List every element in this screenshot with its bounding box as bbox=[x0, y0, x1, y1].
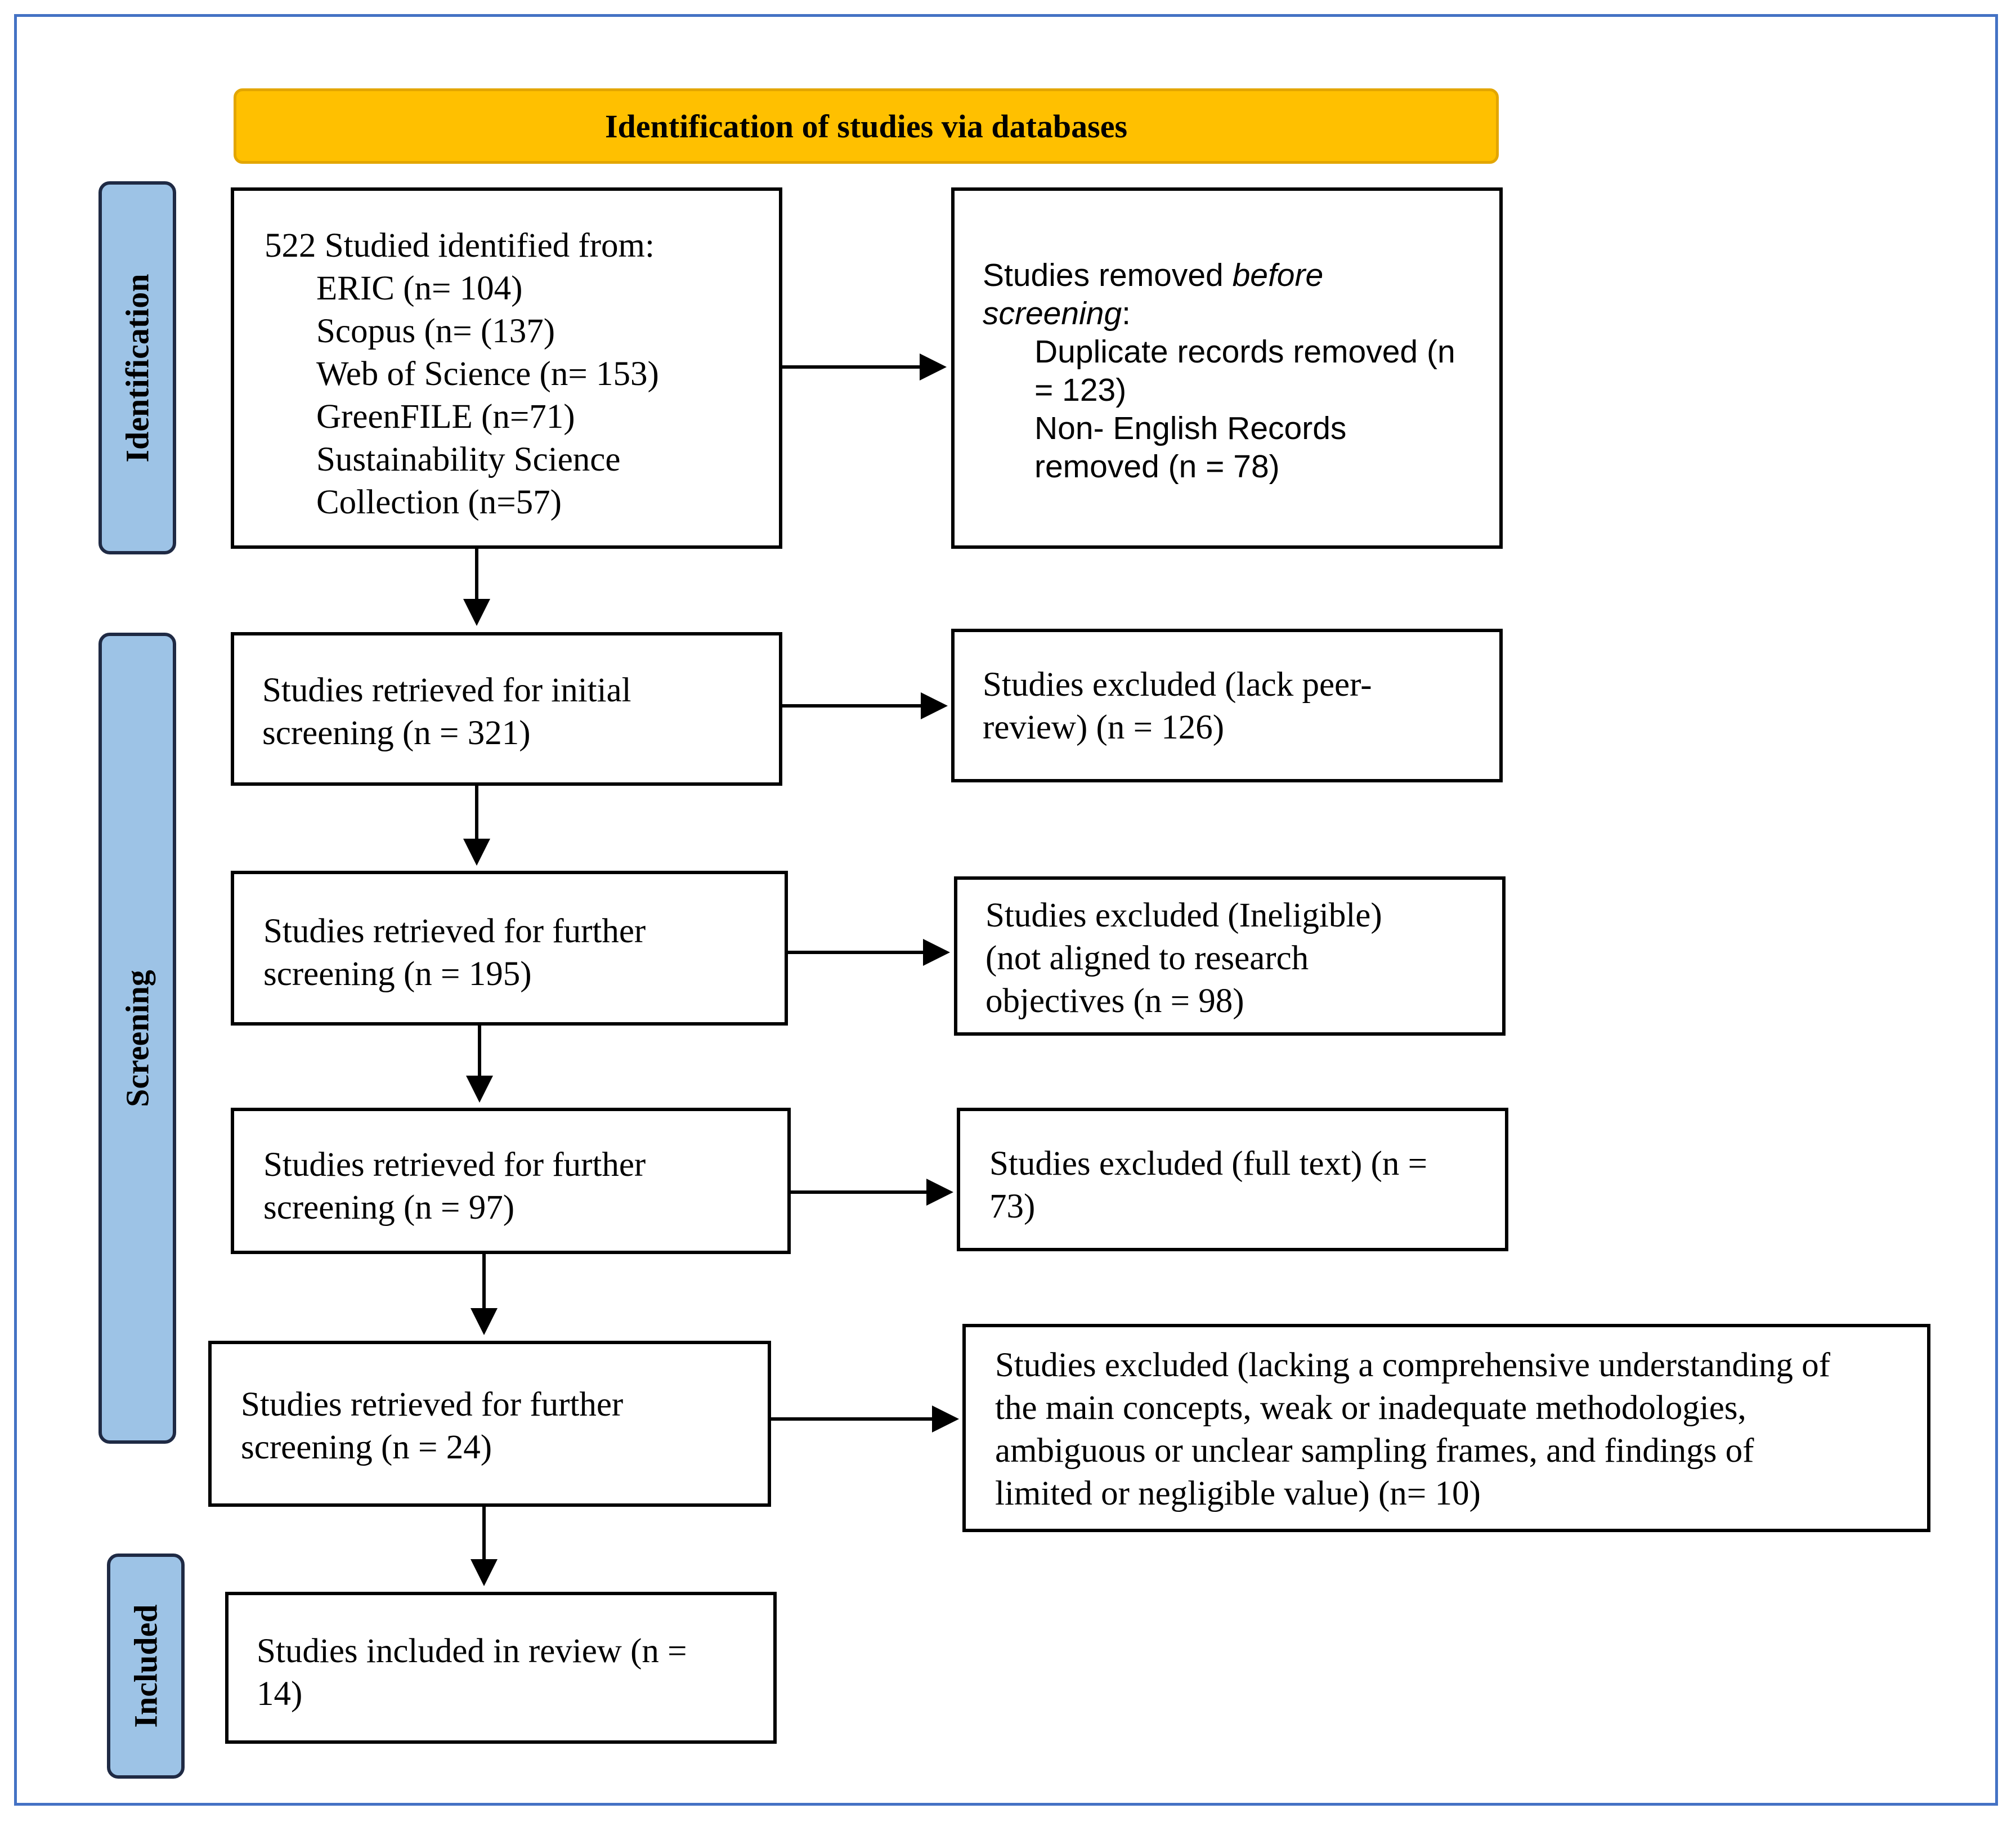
retrieved-3-line-1: Studies retrieved for further bbox=[263, 1146, 646, 1184]
source-scopus: Scopus (n= (137) bbox=[316, 312, 555, 350]
excluded-box-3: Studies excluded (full text) (n = 73) bbox=[957, 1108, 1508, 1251]
included-box: Studies included in review (n = 14) bbox=[225, 1592, 777, 1744]
excluded-3-line-2: 73) bbox=[989, 1188, 1036, 1225]
records-identified-heading: 522 Studied identified from: bbox=[265, 227, 655, 265]
records-removed-heading-2: screening: bbox=[983, 296, 1131, 332]
phase-included: Included bbox=[107, 1554, 185, 1779]
records-removed-heading-1: Studies removed before bbox=[983, 257, 1324, 293]
retrieved-box-2: Studies retrieved for further screening … bbox=[231, 871, 788, 1026]
excluded-1-line-2: review) (n = 126) bbox=[983, 709, 1225, 746]
excluded-4-line-1: Studies excluded (lacking a comprehensiv… bbox=[995, 1346, 1830, 1384]
figure-frame bbox=[14, 14, 1998, 1806]
excluded-box-1: Studies excluded (lack peer- review) (n … bbox=[951, 629, 1503, 782]
excluded-2-line-3: objectives (n = 98) bbox=[985, 982, 1244, 1020]
excluded-3-line-1: Studies excluded (full text) (n = bbox=[989, 1145, 1428, 1183]
included-line-1: Studies included in review (n = bbox=[257, 1632, 687, 1670]
excluded-box-4: Studies excluded (lacking a comprehensiv… bbox=[962, 1324, 1930, 1532]
retrieved-box-4: Studies retrieved for further screening … bbox=[208, 1341, 771, 1507]
header-title: Identification of studies via databases bbox=[604, 108, 1128, 145]
header-banner: Identification of studies via databases bbox=[234, 88, 1499, 164]
phase-identification: Identification bbox=[98, 181, 176, 554]
retrieved-3-line-2: screening (n = 97) bbox=[263, 1189, 515, 1226]
records-removed-box: Studies removed before screening: Duplic… bbox=[951, 187, 1503, 549]
excluded-4-line-2: the main concepts, weak or inadequate me… bbox=[995, 1389, 1746, 1427]
excluded-box-2: Studies excluded (Ineligible) (not align… bbox=[954, 876, 1506, 1036]
duplicates-removed-line-2: = 123) bbox=[1034, 372, 1127, 408]
duplicates-removed-line-1: Duplicate records removed (n bbox=[1034, 334, 1455, 370]
included-line-2: 14) bbox=[257, 1675, 303, 1713]
excluded-1-line-1: Studies excluded (lack peer- bbox=[983, 666, 1372, 704]
retrieved-box-1: Studies retrieved for initial screening … bbox=[231, 632, 782, 786]
retrieved-1-line-1: Studies retrieved for initial bbox=[262, 672, 631, 709]
retrieved-2-line-1: Studies retrieved for further bbox=[263, 912, 646, 950]
source-sustainability-science: Sustainability Science bbox=[316, 441, 621, 478]
retrieved-2-line-2: screening (n = 195) bbox=[263, 955, 532, 993]
source-greenfile: GreenFILE (n=71) bbox=[316, 398, 575, 436]
retrieved-box-3: Studies retrieved for further screening … bbox=[231, 1108, 791, 1254]
non-english-removed-line-1: Non- English Records bbox=[1034, 410, 1347, 446]
retrieved-1-line-2: screening (n = 321) bbox=[262, 714, 531, 752]
excluded-4-line-4: limited or negligible value) (n= 10) bbox=[995, 1475, 1481, 1512]
source-collection-count: Collection (n=57) bbox=[316, 484, 562, 521]
phase-screening: Screening bbox=[98, 633, 176, 1444]
non-english-removed-line-2: removed (n = 78) bbox=[1034, 449, 1280, 485]
source-web-of-science: Web of Science (n= 153) bbox=[316, 355, 659, 393]
excluded-2-line-1: Studies excluded (Ineligible) bbox=[985, 897, 1382, 934]
excluded-2-line-2: (not aligned to research bbox=[985, 939, 1309, 977]
retrieved-4-line-2: screening (n = 24) bbox=[241, 1429, 492, 1466]
retrieved-4-line-1: Studies retrieved for further bbox=[241, 1386, 624, 1423]
records-identified-box: 522 Studied identified from: ERIC (n= 10… bbox=[231, 187, 782, 549]
excluded-4-line-3: ambiguous or unclear sampling frames, an… bbox=[995, 1432, 1754, 1470]
source-eric: ERIC (n= 104) bbox=[316, 270, 523, 307]
